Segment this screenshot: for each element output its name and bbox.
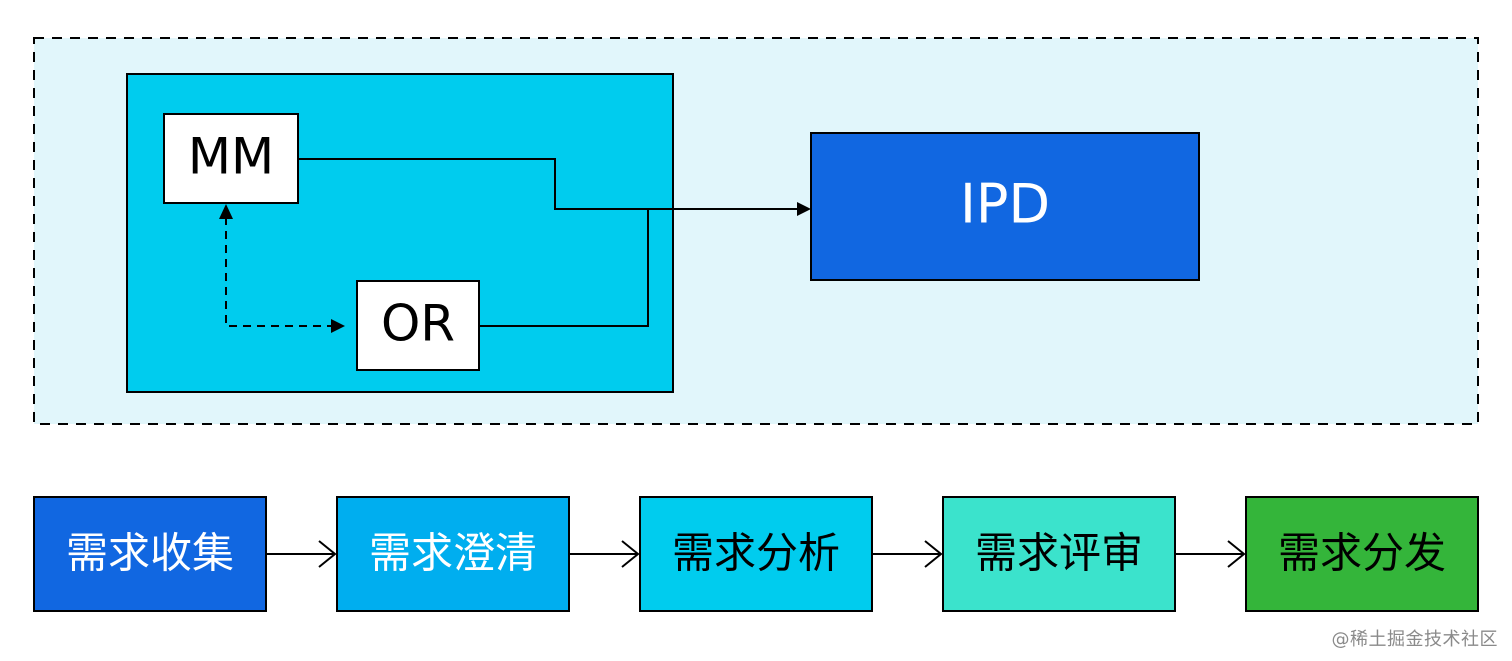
ipd-node-label: IPD [960, 173, 1050, 236]
watermark: @稀土掘金技术社区 [1331, 629, 1498, 650]
connector-mm-or-dashed [225, 217, 345, 333]
ipd-node-box [810, 132, 1200, 281]
or-node-label: OR [381, 295, 455, 353]
mm-node: MM [163, 113, 299, 204]
arrowhead-up-to-mm [219, 204, 233, 219]
connector-or-to-ipd [479, 209, 649, 327]
process-step: 需求评审 [942, 496, 1176, 612]
process-step-label: 需求收集 [66, 529, 234, 578]
ipd-node: IPD [810, 132, 1200, 281]
or-node-box [356, 280, 480, 371]
connector-mm-to-ipd [298, 158, 811, 216]
process-step-box [33, 496, 267, 612]
process-step-label: 需求分发 [1278, 529, 1446, 578]
process-step-box [336, 496, 570, 612]
or-node: OR [356, 280, 480, 371]
process-step-box [1245, 496, 1479, 612]
process-step: 需求收集 [33, 496, 267, 612]
process-step: 需求澄清 [336, 496, 570, 612]
mm-node-label: MM [188, 128, 274, 186]
process-step-box [639, 496, 873, 612]
process-step-box [942, 496, 1176, 612]
process-step-label: 需求澄清 [369, 529, 537, 578]
process-step-label: 需求评审 [975, 529, 1143, 578]
process-step-label: 需求分析 [672, 529, 840, 578]
process-flow: 需求收集 需求澄清 需求分析 需求评审 需求分发 [33, 496, 1479, 612]
process-step: 需求分发 [1245, 496, 1479, 612]
process-step: 需求分析 [639, 496, 873, 612]
